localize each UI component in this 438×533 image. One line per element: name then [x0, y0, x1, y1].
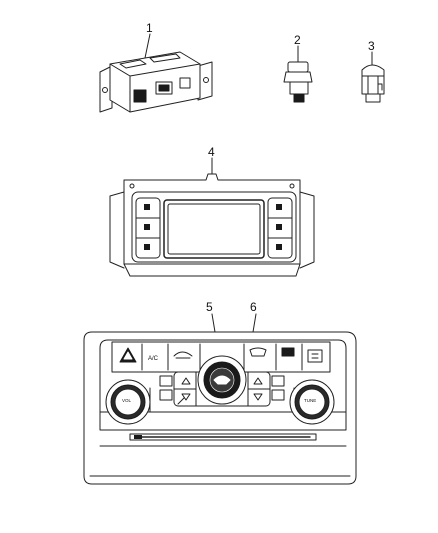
callout-3: 3: [368, 39, 375, 53]
callout-5: 5: [206, 300, 213, 314]
callout-4: 4: [208, 145, 215, 159]
part-4-display-module: [109, 157, 315, 277]
tune-knob-label: TUNE: [304, 398, 316, 403]
callout-2: 2: [294, 33, 301, 47]
callout-1: 1: [146, 21, 153, 35]
ac-button-label: A/C: [148, 356, 159, 362]
leader-line-1: [144, 33, 151, 59]
part-1-control-module: [99, 33, 213, 113]
part-2-switch: [283, 45, 313, 103]
part-5-6-control-panel: [83, 313, 357, 485]
callout-6: 6: [250, 300, 257, 314]
part-3-socket: [361, 51, 385, 103]
vol-knob-label: VOL: [122, 398, 132, 403]
